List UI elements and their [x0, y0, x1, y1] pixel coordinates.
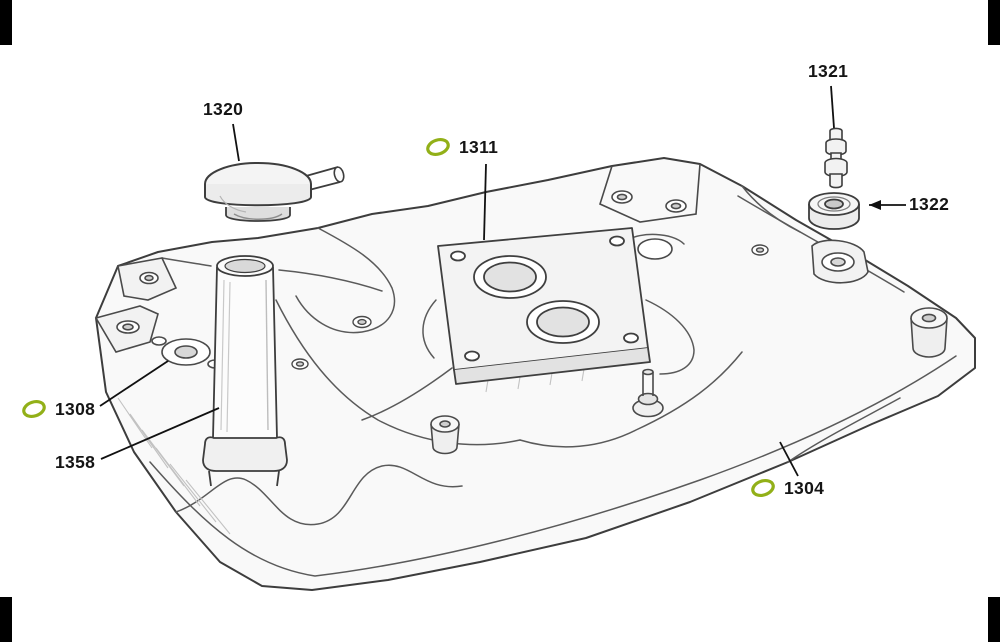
grommet-drawing: [808, 192, 860, 230]
part-number-1311: 1311: [459, 136, 499, 157]
front-bosses: [430, 368, 664, 455]
callout-1311: 1311: [424, 136, 498, 158]
left-flange: [94, 257, 223, 369]
part-number-1321: 1321: [808, 61, 849, 81]
corner-mark: [988, 597, 1000, 642]
manifold-details: [149, 185, 957, 577]
callout-1321: 1321: [808, 61, 848, 82]
leader-1321: [830, 85, 835, 129]
leader-1320: [232, 123, 240, 162]
leader-1304: [779, 441, 799, 477]
shading-hatch: [117, 368, 585, 535]
oil-filler-cap-drawing: [204, 162, 345, 222]
oil-filler-tube-drawing: [202, 255, 288, 487]
corner-mark: [0, 0, 12, 45]
part-number-1304: 1304: [784, 477, 825, 498]
part-number-1358: 1358: [55, 452, 96, 472]
callout-1358: 1358: [55, 452, 95, 473]
leader-1308: [99, 360, 169, 407]
leader-lines: [99, 85, 906, 477]
rear-flange: [599, 163, 701, 260]
part-number-1322: 1322: [909, 194, 950, 214]
corner-mark: [988, 0, 1000, 45]
callout-1322: 1322: [909, 194, 949, 215]
corner-mark: [0, 597, 12, 642]
right-end-boss: [910, 307, 948, 358]
callout-1304: 1304: [749, 477, 824, 499]
gasket-icon: [20, 398, 48, 420]
leader-1311: [483, 163, 487, 241]
part-number-1320: 1320: [203, 99, 244, 119]
callout-1308: 1308: [20, 398, 95, 420]
gasket-icon: [749, 477, 777, 499]
thermostat-boss: [811, 239, 869, 284]
callout-1320: 1320: [203, 99, 243, 120]
leader-1358: [100, 407, 220, 460]
carburetor-pad: [437, 227, 651, 385]
part-number-1308: 1308: [55, 398, 96, 419]
gasket-icon: [424, 136, 452, 158]
vacuum-fitting-drawing: [824, 127, 848, 189]
bolt-holes: [291, 244, 769, 370]
